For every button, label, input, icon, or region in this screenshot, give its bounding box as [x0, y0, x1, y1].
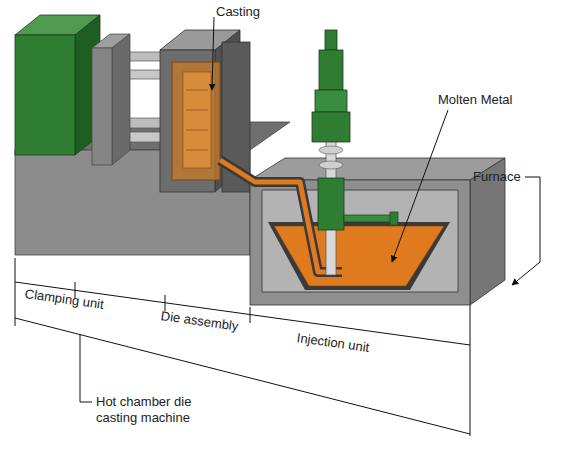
injection-cylinder: [312, 30, 398, 275]
machine-label: Hot chamber die casting machine: [96, 394, 226, 426]
leader-lines: [212, 17, 540, 285]
part-label: Casting: [216, 4, 296, 20]
moving-platen: [92, 34, 130, 165]
brackets: [15, 258, 470, 436]
clamp-cylinder: [15, 15, 100, 155]
part-label: Furnace: [473, 169, 533, 185]
section-label: Injection unit: [296, 330, 407, 361]
section-label: Die assembly: [160, 308, 261, 338]
part-label: Molten Metal: [438, 92, 538, 108]
